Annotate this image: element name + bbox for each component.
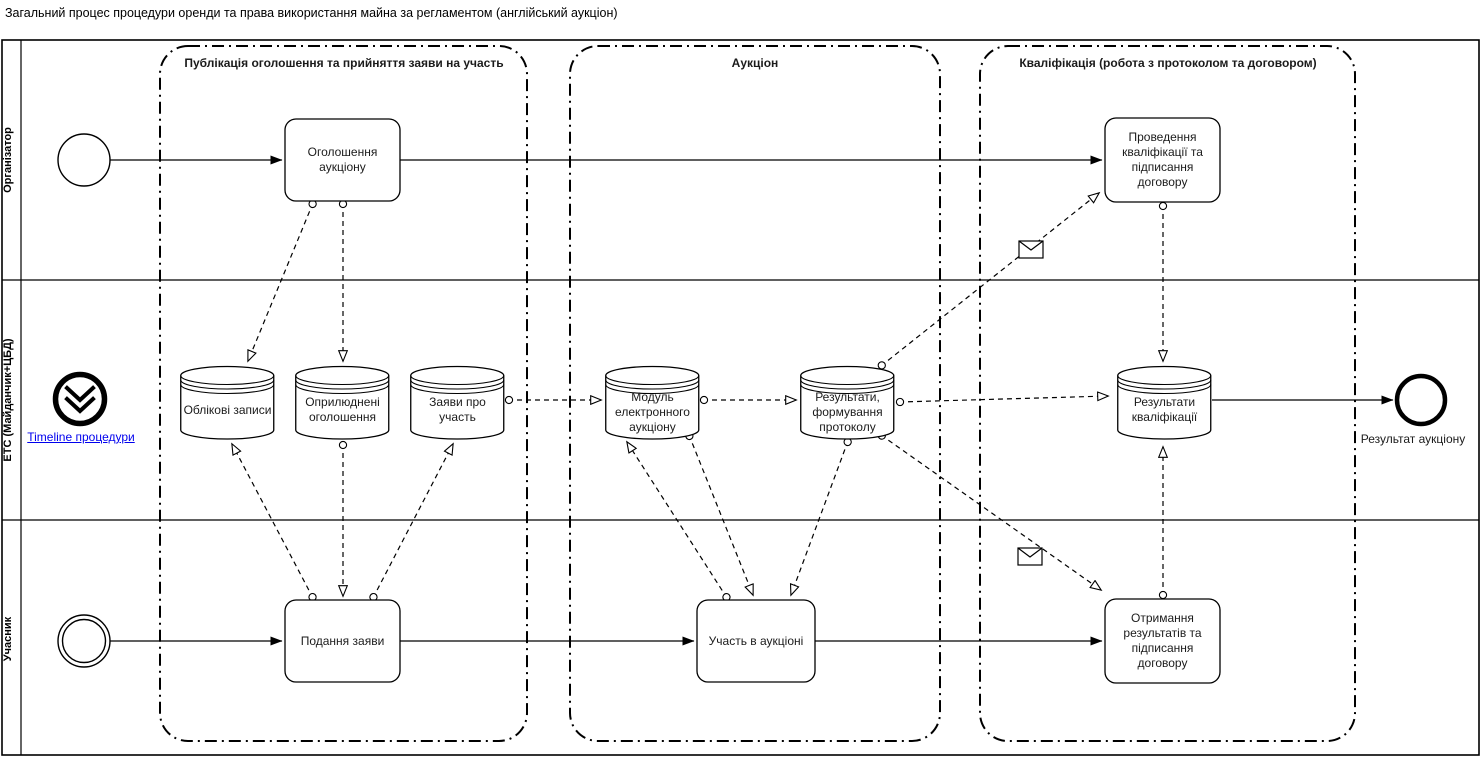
datastore-results-shape <box>800 365 895 440</box>
end-event <box>1394 373 1448 427</box>
datastore-published-shape <box>295 365 390 440</box>
assoc-module-participate <box>689 435 753 595</box>
assoc-results-participate <box>791 441 848 595</box>
task-participate-shape <box>696 599 816 683</box>
lane-label-participant: Учасник <box>2 616 14 661</box>
group-publication <box>159 45 528 742</box>
double-chevron-down-icon[interactable] <box>52 371 108 427</box>
lane-label-ets: ЕТС (Майданчик+ЦБД) <box>2 338 14 461</box>
task-receive-shape <box>1104 598 1221 684</box>
assoc-apply-accounts <box>232 444 313 598</box>
message-envelope-icon <box>1017 547 1043 566</box>
start-event-organizer <box>57 133 111 187</box>
assoc-apply-applications <box>373 444 453 598</box>
assoc-results-qualify-message <box>881 193 1099 366</box>
datastore-module-shape <box>605 365 700 440</box>
timeline-link[interactable]: Timeline процедури <box>27 430 135 444</box>
datastore-applications-shape <box>410 365 505 440</box>
message-envelope-icon <box>1018 240 1044 259</box>
diagram-title: Загальний процес процедури оренди та пра… <box>5 6 618 20</box>
task-apply-shape <box>284 599 401 683</box>
start-event-participant-inner <box>61 618 107 664</box>
assoc-results-receive-message <box>881 435 1101 590</box>
assoc-announce-accounts <box>248 203 313 361</box>
lane-label-organizer: Організатор <box>2 127 14 193</box>
task-qualify-shape <box>1104 117 1221 203</box>
datastore-qualresults-shape <box>1117 365 1212 440</box>
datastore-accounts-shape <box>180 365 275 440</box>
task-announce-shape <box>284 118 401 202</box>
assoc-results-qualresults <box>899 396 1108 402</box>
pool-border <box>1 39 1480 756</box>
